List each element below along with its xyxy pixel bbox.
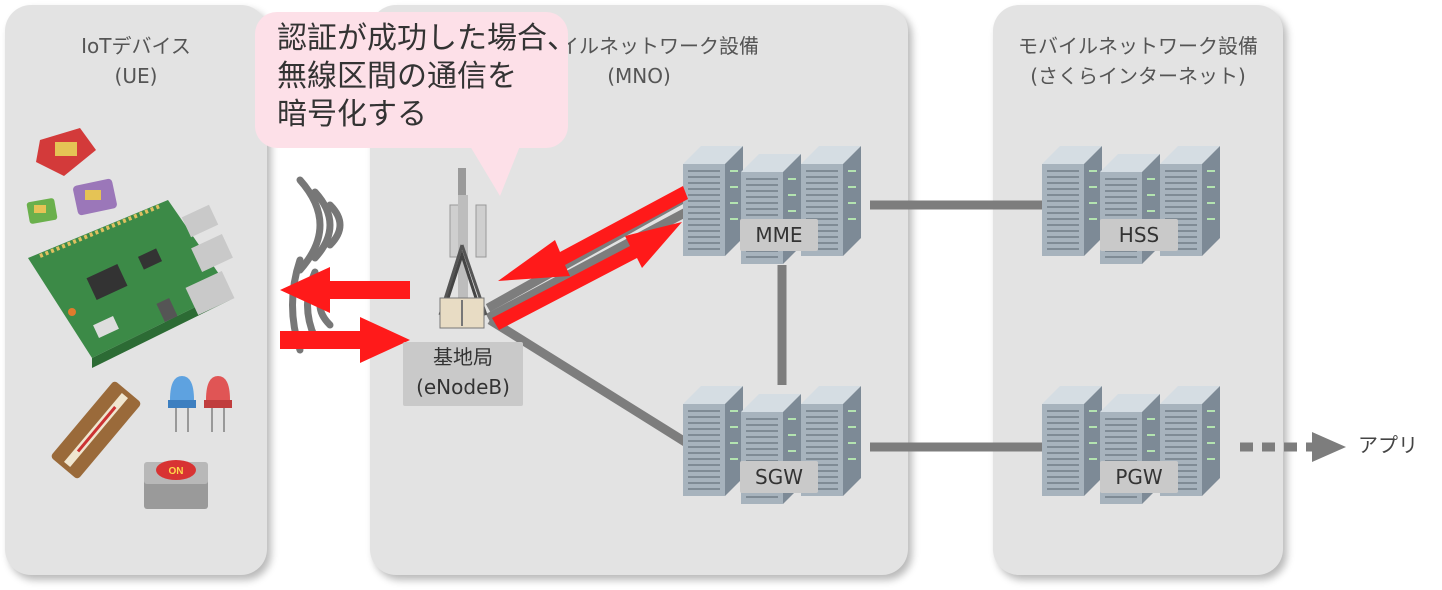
base-station-type: (eNodeB) [416,375,510,399]
callout-line-3: 暗号化する [277,97,427,132]
pgw-label: PGW [1100,461,1178,493]
base-station-label: 基地局 (eNodeB) [403,342,523,406]
svg-text:ON: ON [169,466,184,477]
sim-card-icon [26,128,117,224]
led-icon [168,376,232,432]
sakura-title: モバイルネットワーク設備 [1018,34,1258,58]
encryption-callout: 認証が成功した場合、 無線区間の通信を 暗号化する [255,12,577,148]
hss-label: HSS [1100,219,1178,251]
sakura-panel: モバイルネットワーク設備 (さくらインターネット) [993,5,1283,575]
sgw-label: SGW [740,461,818,493]
mme-label: MME [740,219,818,251]
radio-wave-icon [289,176,344,354]
app-arrow [1240,432,1346,462]
antenna-tower-icon [438,168,488,329]
callout-line-2: 無線区間の通信を [277,59,517,94]
base-station-name: 基地局 [433,345,493,369]
on-button-icon: ON [144,460,208,509]
app-label: アプリ [1358,433,1418,457]
callout-line-1: 認証が成功した場合、 [277,21,577,56]
raspberry-pi-board-icon [28,200,235,368]
ue-subtitle: (UE) [114,64,158,88]
sakura-subtitle: (さくらインターネット) [1030,64,1246,88]
mno-subtitle: (MNO) [607,64,671,88]
ue-title: IoTデバイス [81,34,191,58]
red-arrows [280,186,688,363]
thermometer-icon [51,381,141,479]
